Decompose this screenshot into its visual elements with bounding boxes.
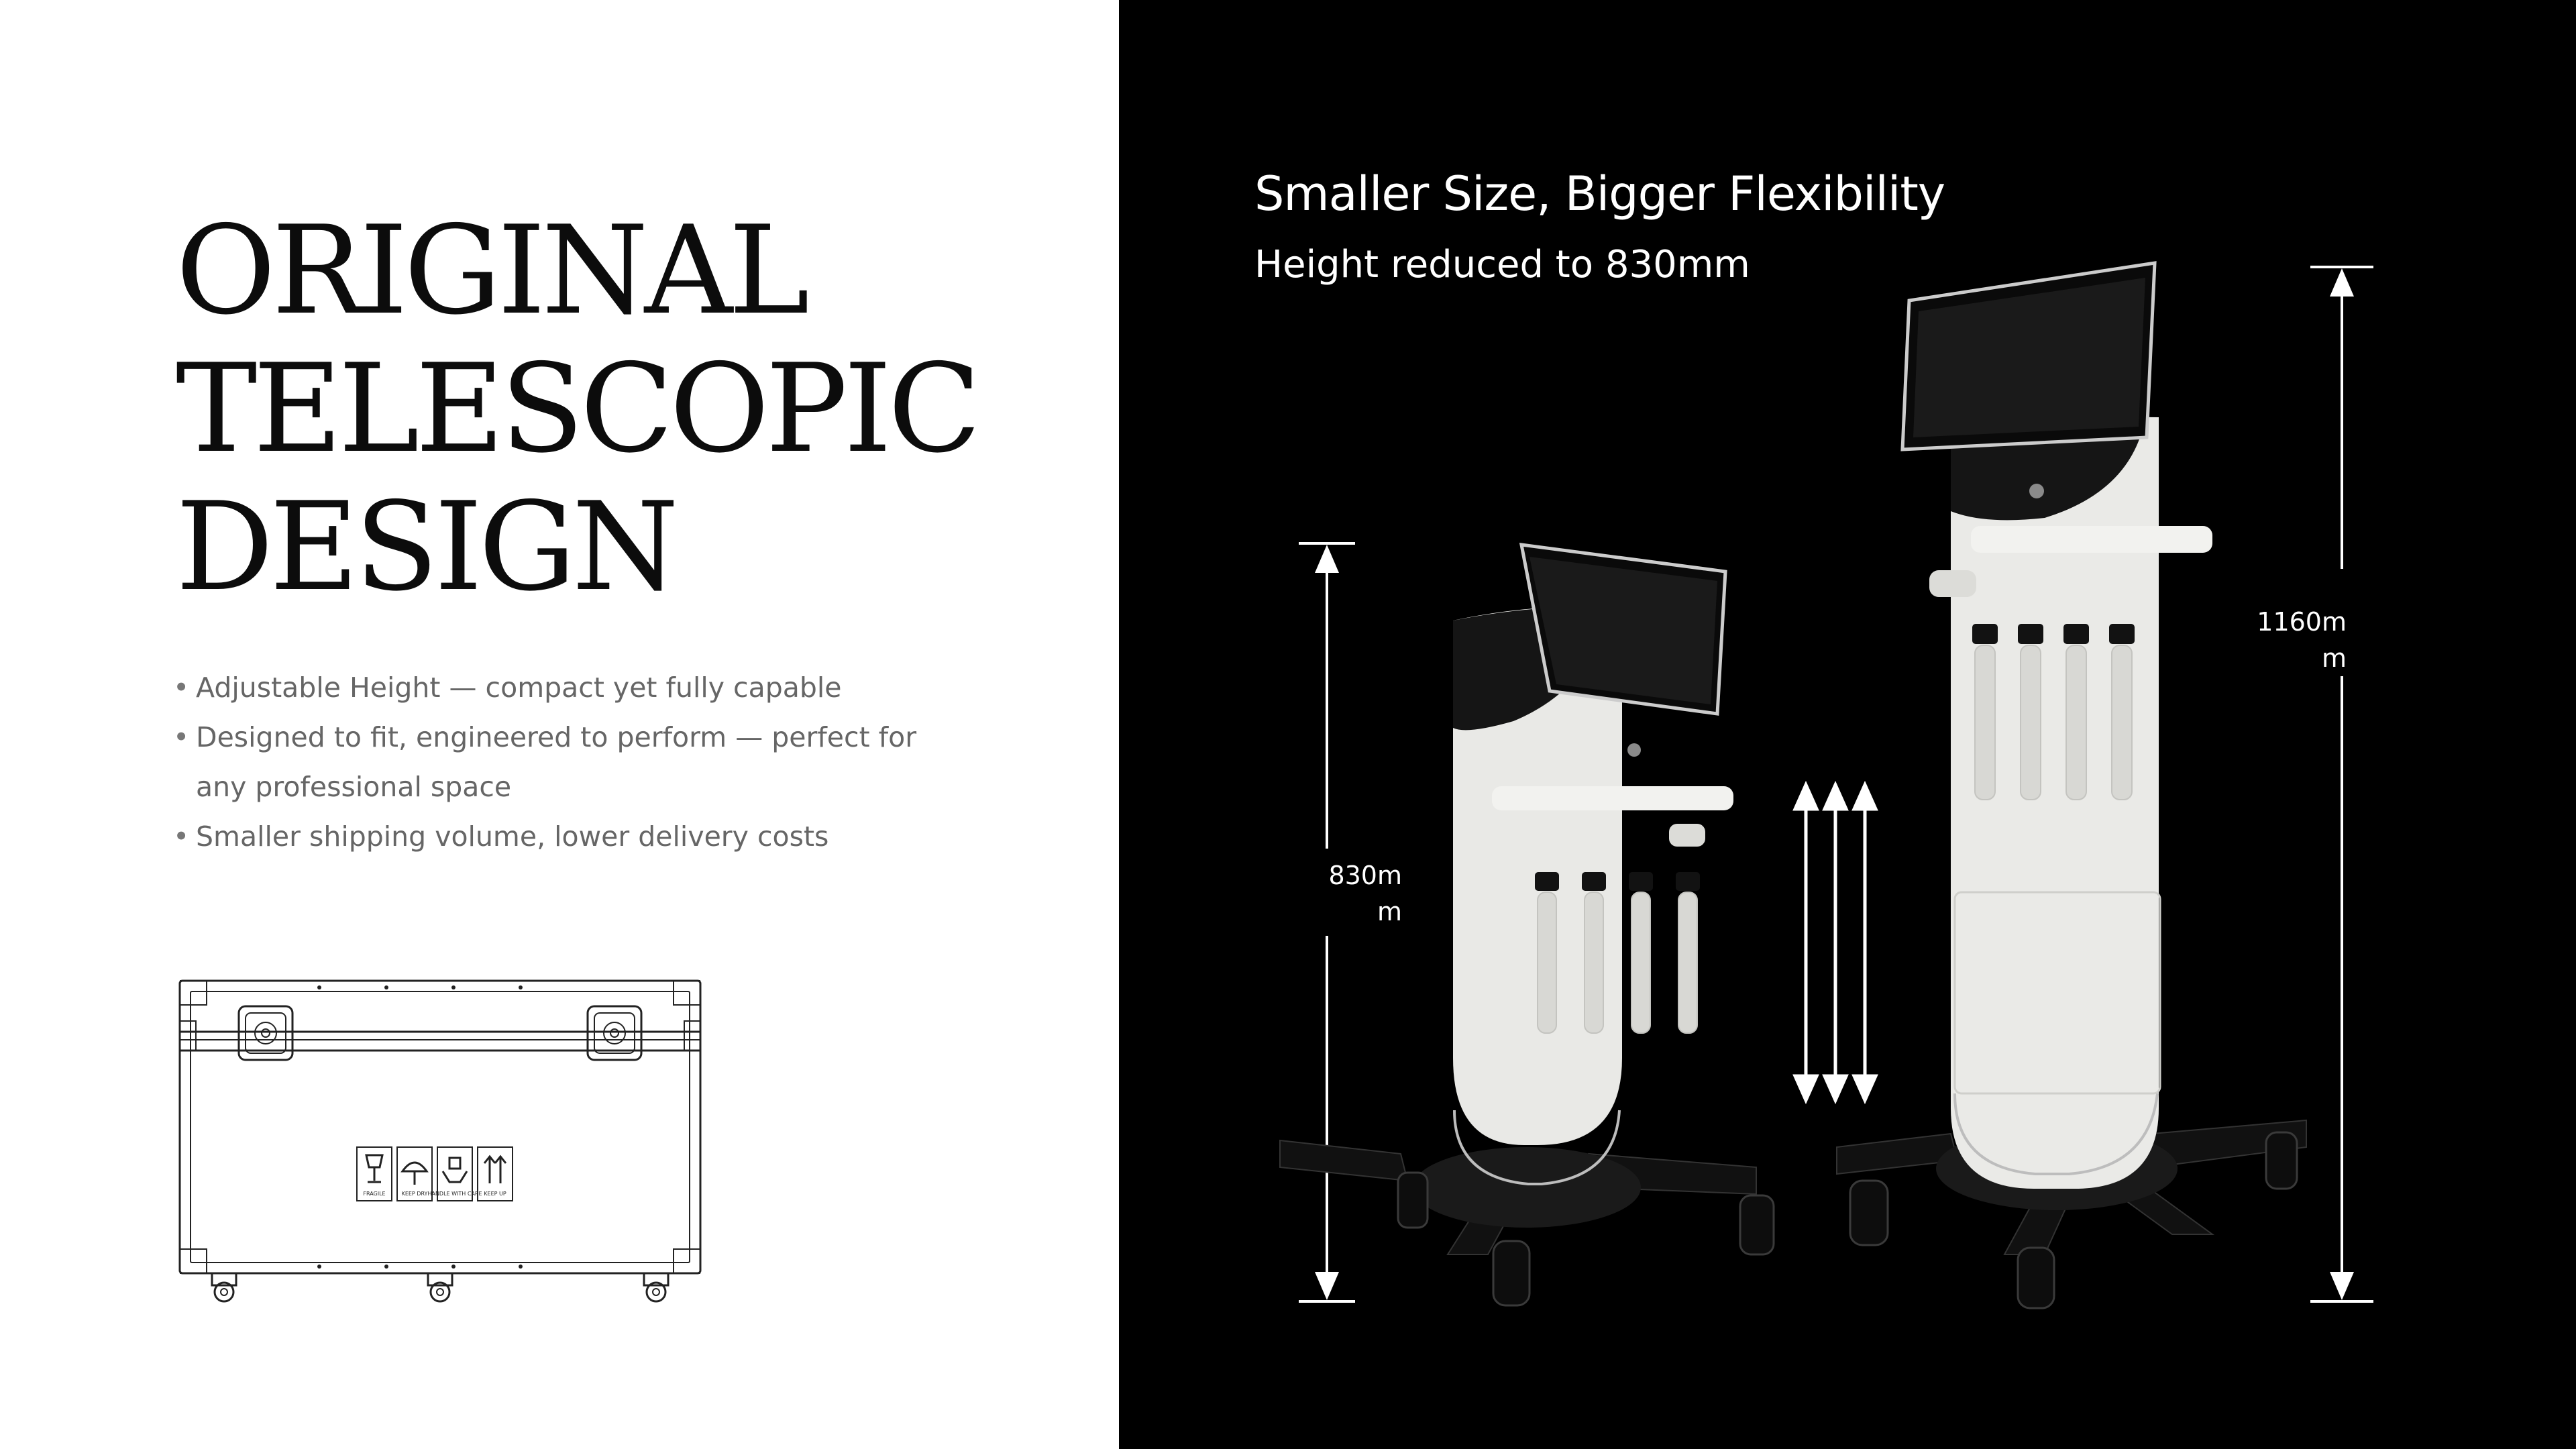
case-label: FRAGILE: [363, 1191, 385, 1197]
feature-list: Adjustable Height — compact yet fully ca…: [173, 663, 945, 861]
tall-device: [1836, 261, 2307, 1309]
feature-item: Designed to fit, engineered to perform —…: [173, 712, 945, 812]
section-heading: Smaller Size, Bigger Flexibility: [1254, 166, 1945, 221]
case-label: KEEP UP: [484, 1191, 506, 1197]
right-panel: Smaller Size, Bigger Flexibility Height …: [1119, 0, 2576, 1449]
dimension-line-short: [1299, 542, 1355, 1303]
title-line: ORIGINAL: [176, 199, 810, 341]
up-arrows-icon: [483, 1155, 507, 1183]
double-headed-arrow-icon: [1792, 780, 1878, 1105]
dimension-label-tall: 1160m m: [2239, 604, 2347, 676]
glass-icon: [365, 1154, 384, 1183]
feature-item: Smaller shipping volume, lower delivery …: [173, 812, 945, 861]
title-line: DESIGN: [176, 476, 679, 618]
device-comparison-illustration: [1279, 261, 2373, 1309]
umbrella-icon: [400, 1161, 429, 1185]
compact-device: [1279, 543, 1775, 1307]
dimension-label-line: m: [1377, 897, 1402, 926]
shipping-case-illustration: FRAGILE KEEP DRY HANDLE WITH CARE KEEP U…: [178, 979, 702, 1303]
dimension-line-tall: [2310, 266, 2373, 1303]
case-label: KEEP DRY: [402, 1191, 428, 1197]
feature-item: Adjustable Height — compact yet fully ca…: [173, 663, 945, 712]
section-subheading: Height reduced to 830mm: [1254, 243, 1750, 286]
case-label: HANDLE WITH CARE: [427, 1191, 482, 1197]
dimension-label-line: 1160m: [2257, 607, 2347, 637]
page-title: ORIGINAL TELESCOPIC DESIGN: [176, 199, 981, 618]
title-line: TELESCOPIC: [176, 337, 981, 480]
dimension-label-line: 830m: [1328, 861, 1402, 890]
dimension-label-short: 830m m: [1308, 857, 1402, 930]
left-panel: ORIGINAL TELESCOPIC DESIGN Adjustable He…: [0, 0, 1119, 1449]
dimension-label-line: m: [2321, 643, 2347, 673]
hands-icon: [441, 1157, 468, 1183]
